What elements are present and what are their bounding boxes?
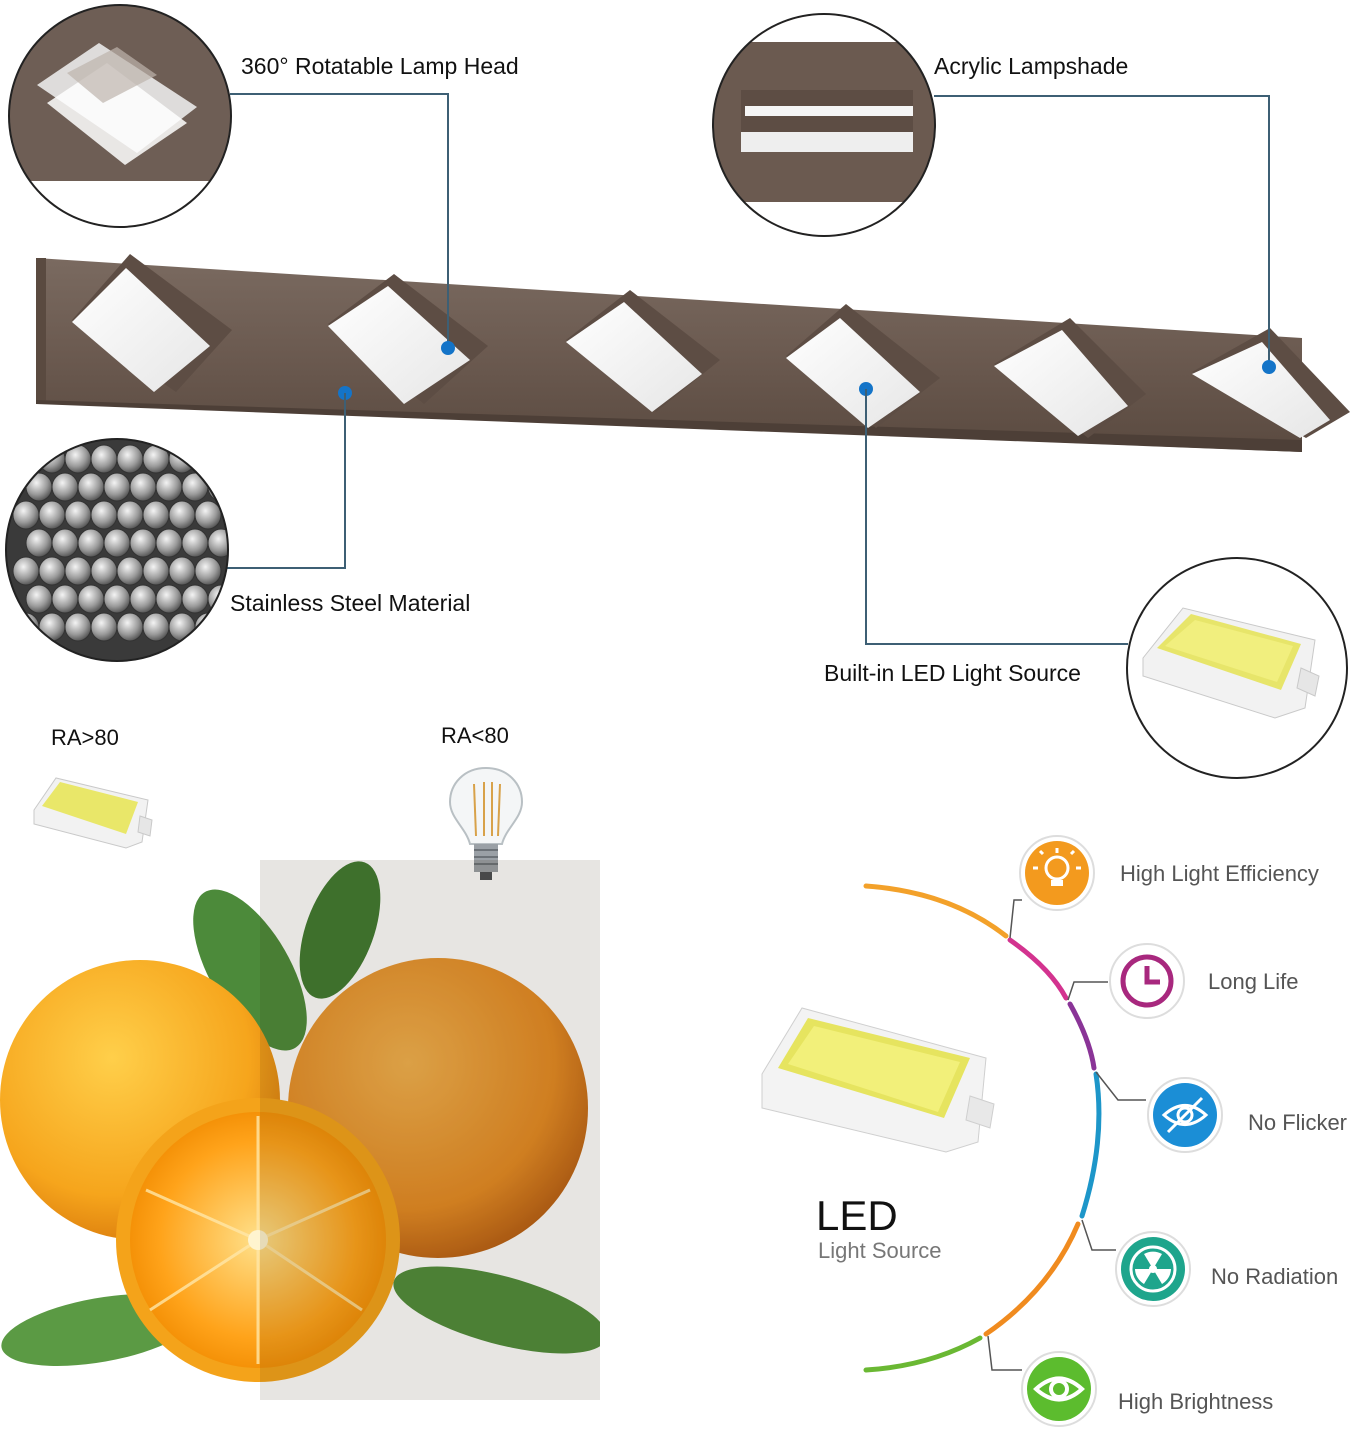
callout-lines-lower	[226, 389, 1128, 645]
led-chip-detail	[1126, 557, 1348, 779]
large-led-chip	[761, 1007, 995, 1153]
led-subtitle: Light Source	[818, 1238, 942, 1263]
lampshade-detail	[712, 13, 936, 237]
acrylic-lampshade-label: Acrylic Lampshade	[934, 53, 1129, 79]
eye-slash-icon	[1147, 1077, 1223, 1153]
lamp-head-1	[72, 254, 232, 392]
radiation-icon	[1115, 1231, 1191, 1307]
feature-no-flicker: No Flicker	[1248, 1110, 1348, 1135]
eye-icon	[1021, 1351, 1097, 1427]
small-led-chip	[33, 777, 153, 849]
lightbulb-icon	[1019, 835, 1095, 911]
feature-no-radiation: No Radiation	[1211, 1264, 1339, 1289]
feature-high-light-efficiency: High Light Efficiency	[1120, 861, 1319, 886]
stainless-steel-detail	[5, 438, 229, 662]
feature-high-brightness: High Brightness	[1118, 1389, 1274, 1414]
rotatable-head-detail	[8, 4, 232, 228]
ra-bad-label: RA<80	[441, 723, 509, 748]
lamp-head-5	[994, 318, 1146, 438]
vanity-light-fixture	[36, 93, 1350, 452]
led-feature-arc	[863, 883, 1146, 1373]
ra-good-label: RA>80	[51, 725, 119, 750]
led-title: LED	[816, 1192, 898, 1239]
lamp-head-2	[328, 274, 488, 404]
lamp-head-6	[1192, 328, 1350, 438]
rotatable-head-label: 360° Rotatable Lamp Head	[241, 53, 519, 79]
filament-bulb-icon	[448, 766, 524, 880]
lamp-head-4	[786, 304, 940, 428]
stainless-steel-label: Stainless Steel Material	[230, 590, 471, 616]
led-source-label: Built-in LED Light Source	[824, 660, 1081, 686]
oranges-color-rendering-image	[0, 860, 600, 1400]
feature-long-life: Long Life	[1208, 969, 1299, 994]
lamp-head-3	[566, 290, 720, 412]
clock-icon	[1109, 943, 1185, 1019]
